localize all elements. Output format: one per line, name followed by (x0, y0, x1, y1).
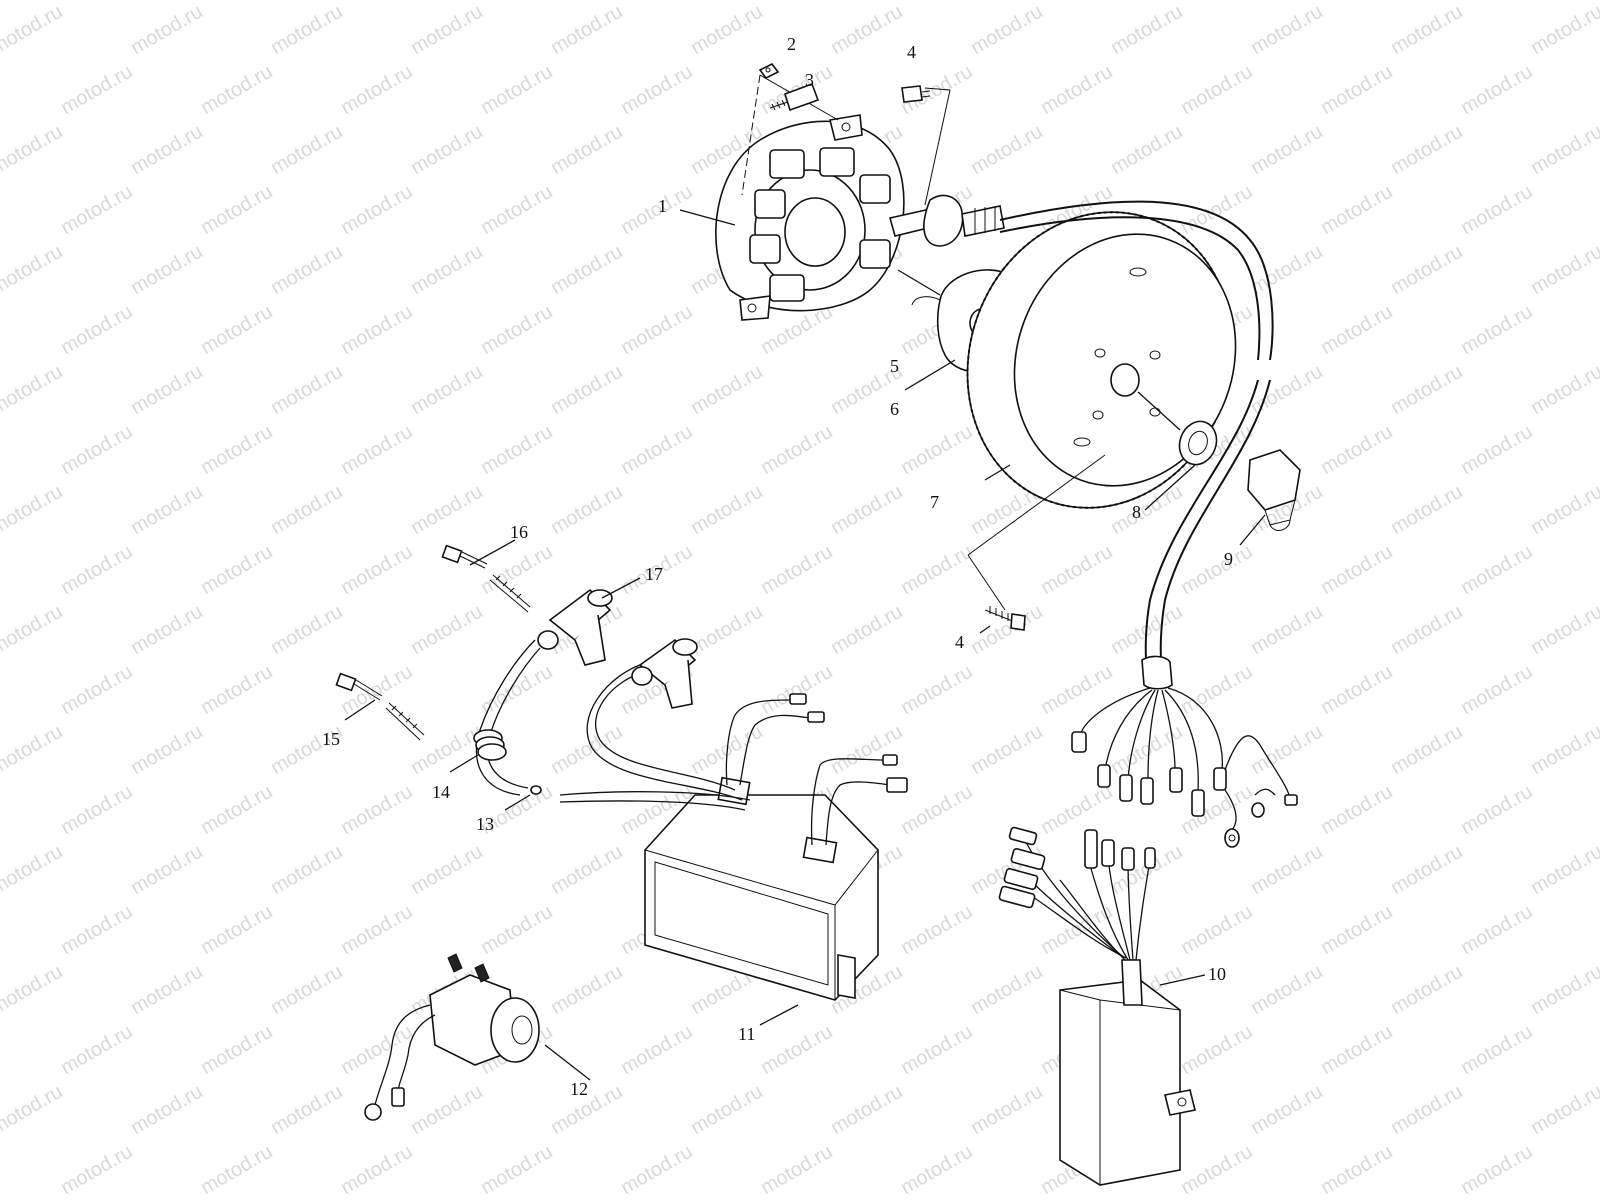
callout-1: 1 (658, 196, 667, 216)
callout-17: 17 (645, 564, 663, 584)
spark-plug-cap-second (631, 638, 698, 709)
guide-lines-lower (967, 454, 1106, 611)
cdi-unit-10 (1059, 959, 1196, 1186)
washer-2 (758, 62, 780, 80)
callout-2: 2 (787, 34, 796, 54)
callout-8: 8 (1132, 502, 1141, 522)
clamp-14 (449, 729, 507, 773)
nut-9 (1247, 449, 1301, 531)
callout-13: 13 (476, 814, 494, 834)
ht-lead-13 (504, 785, 542, 811)
bolt-4-lower (984, 606, 1026, 631)
cdi-loom (998, 826, 1156, 961)
coil-wiring (475, 639, 908, 846)
callout-7: 7 (930, 492, 939, 512)
spark-plug-cap-17 (537, 577, 641, 666)
washer-8 (1137, 391, 1218, 466)
ignition-coil-11 (644, 776, 879, 1001)
cable-tie-15 (335, 672, 425, 741)
callout-15: 15 (322, 729, 340, 749)
callout-4-lower: 4 (955, 632, 964, 652)
callout-5: 5 (890, 356, 899, 376)
callout-12: 12 (570, 1079, 588, 1099)
callout-labels: 1 2 3 4 4 5 6 7 8 9 10 11 12 13 14 15 16… (322, 34, 1233, 1099)
leader-lines (679, 209, 1266, 1026)
starter-relay-12 (364, 953, 591, 1121)
callout-3: 3 (805, 70, 814, 90)
callout-11: 11 (738, 1024, 755, 1044)
callout-14: 14 (432, 782, 450, 802)
cable-tie-16 (441, 539, 531, 613)
stator-connector-fan (1071, 687, 1298, 848)
callout-6: 6 (890, 399, 899, 419)
callout-9: 9 (1224, 549, 1233, 569)
screw-3 (769, 82, 820, 112)
callout-4-top: 4 (907, 42, 916, 62)
bolt-4-top (901, 85, 931, 103)
stator-assembly (715, 114, 1005, 321)
flywheel-7 (966, 211, 1237, 509)
callout-16: 16 (510, 522, 528, 542)
callout-10: 10 (1208, 964, 1226, 984)
stator-cable (999, 200, 1274, 690)
